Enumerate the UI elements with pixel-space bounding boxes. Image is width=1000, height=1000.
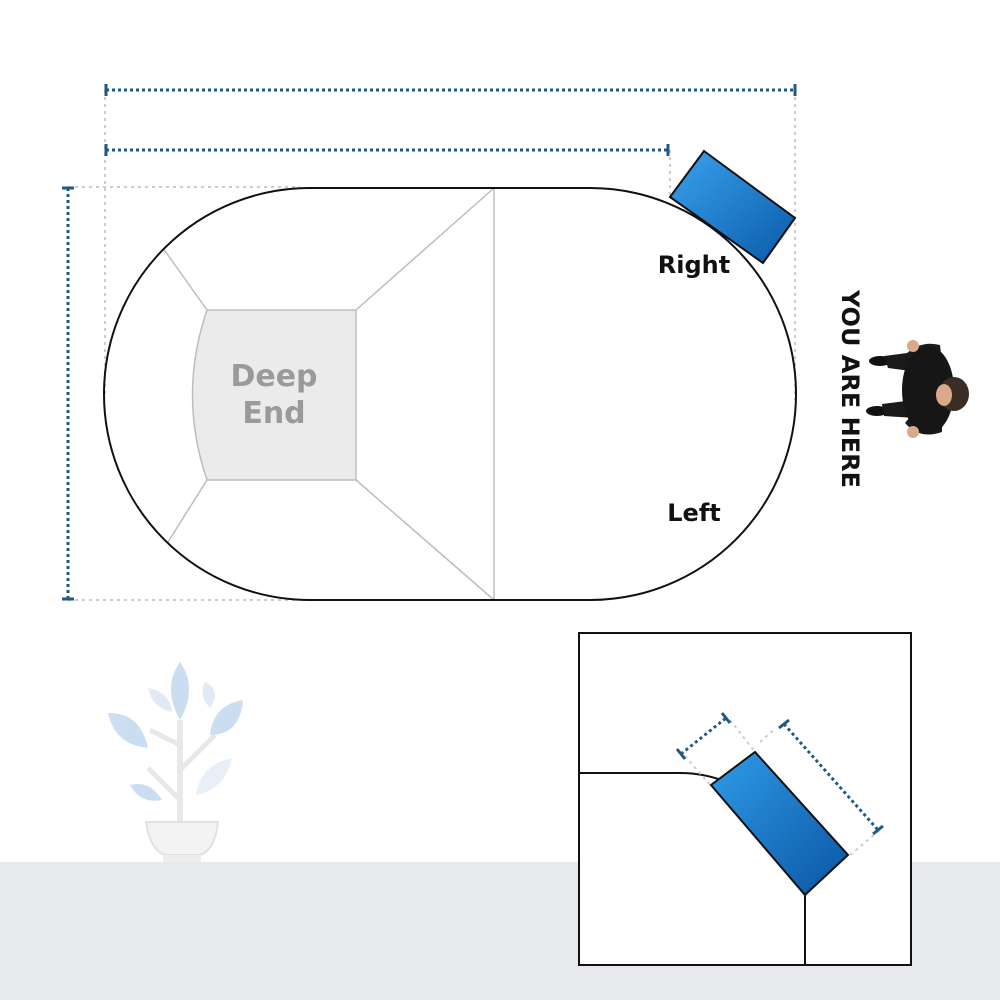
step-detail-inset <box>578 632 912 966</box>
deep-end-label-line1: Deep <box>230 359 317 394</box>
left-side-label: Left <box>667 499 720 527</box>
pool-floor-lines <box>162 187 495 601</box>
dimension-lines <box>66 88 795 599</box>
inset-step-depth-dimension <box>680 716 727 756</box>
guide-lines <box>68 90 796 601</box>
potted-plant-icon <box>108 662 243 862</box>
inset-pool-step <box>709 750 850 897</box>
deep-end-area <box>191 309 357 481</box>
you-are-here-label: YOU ARE HERE <box>836 289 864 488</box>
pool-outline <box>103 187 797 601</box>
pool-step <box>668 149 797 265</box>
right-side-label: Right <box>658 251 730 279</box>
person-top-view-icon <box>866 340 969 438</box>
deep-end-label-line2: End <box>242 396 305 431</box>
dimension-ticks <box>62 84 797 601</box>
